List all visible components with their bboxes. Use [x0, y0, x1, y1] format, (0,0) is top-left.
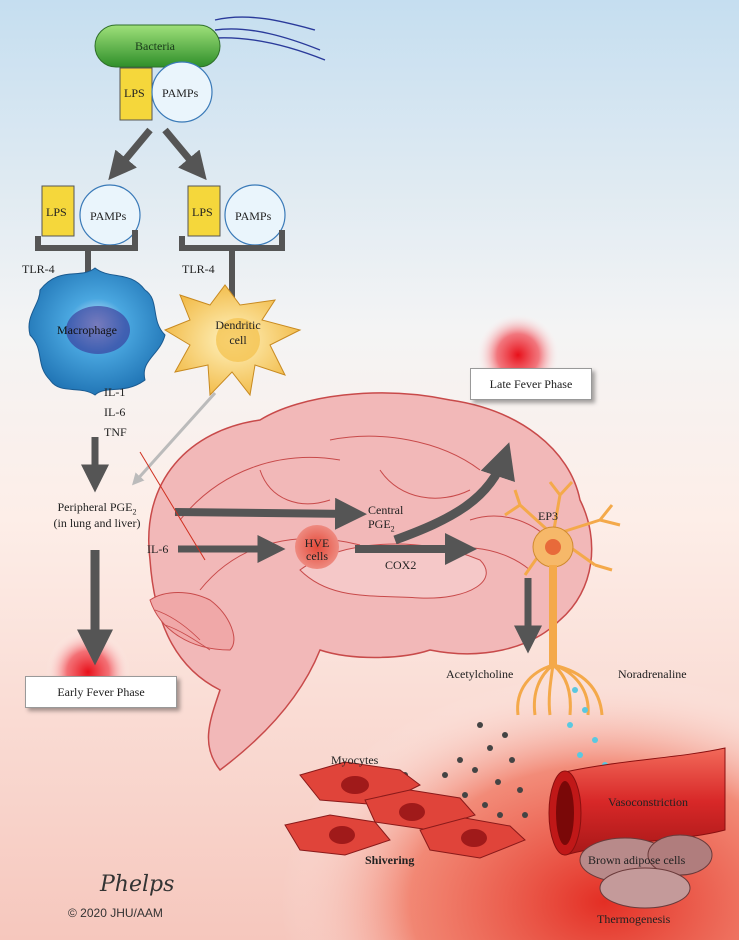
- late-fever-phase-box: Late Fever Phase: [470, 368, 592, 400]
- tlr4-label-left: TLR-4: [22, 262, 55, 276]
- pamps-label-left: PAMPs: [90, 209, 127, 223]
- arrow-to-central-pge2: [174, 497, 367, 530]
- tlr4-label-right: TLR-4: [182, 262, 215, 276]
- copyright-label: © 2020 JHU/AAM: [68, 906, 163, 920]
- il1-label: IL-1: [104, 385, 126, 399]
- ep3-neuron: [504, 480, 621, 716]
- tlr4-receptor-left: [35, 230, 138, 272]
- peripheral-pge2-label: Peripheral PGE2(in lung and liver): [53, 500, 141, 531]
- tnf-label: TNF: [104, 425, 127, 439]
- lps-label-right: LPS: [192, 205, 213, 219]
- lps-label-left: LPS: [46, 205, 67, 219]
- brown-adipose-label: Brown adipose cells: [588, 853, 686, 867]
- arrow-to-macrophage: [108, 127, 153, 181]
- vasoconstriction-label: Vasoconstriction: [608, 795, 688, 809]
- arrow-to-late-fever: [393, 442, 515, 545]
- lps-block-top: [119, 67, 153, 121]
- myocytes: [284, 761, 526, 859]
- artist-signature: Phelps: [100, 872, 175, 897]
- il6-brain-label: IL-6: [147, 542, 169, 556]
- lps-label-top: LPS: [124, 86, 145, 100]
- arrow-to-dendritic: [162, 127, 207, 181]
- pamps-label-top: PAMPs: [162, 86, 199, 100]
- noradrenaline-label: Noradrenaline: [618, 667, 687, 681]
- bacteria-cell: [94, 16, 326, 68]
- early-fever-phase-box: Early Fever Phase: [25, 676, 177, 708]
- pamps-circle-top: [151, 61, 213, 123]
- macrophage-label: Macrophage: [57, 323, 117, 337]
- acetylcholine-label: Acetylcholine: [446, 667, 514, 681]
- shivering-label: Shivering: [365, 853, 415, 867]
- hve-cells: [295, 525, 339, 569]
- arrow-dendritic-to-pge2: [131, 391, 217, 486]
- pamps-label-right: PAMPs: [235, 209, 272, 223]
- tlr4-receptor-right: [179, 230, 285, 300]
- blood-vessel: [548, 747, 726, 856]
- brown-adipose-cells: [579, 834, 713, 909]
- cox2-label: COX2: [385, 558, 417, 572]
- thermogenesis-label: Thermogenesis: [597, 912, 671, 926]
- il6-label: IL-6: [104, 405, 126, 419]
- nerve-line: [139, 451, 206, 561]
- myocytes-label: Myocytes: [331, 753, 379, 767]
- ep3-label: EP3: [538, 509, 559, 523]
- bacteria-label: Bacteria: [135, 39, 175, 53]
